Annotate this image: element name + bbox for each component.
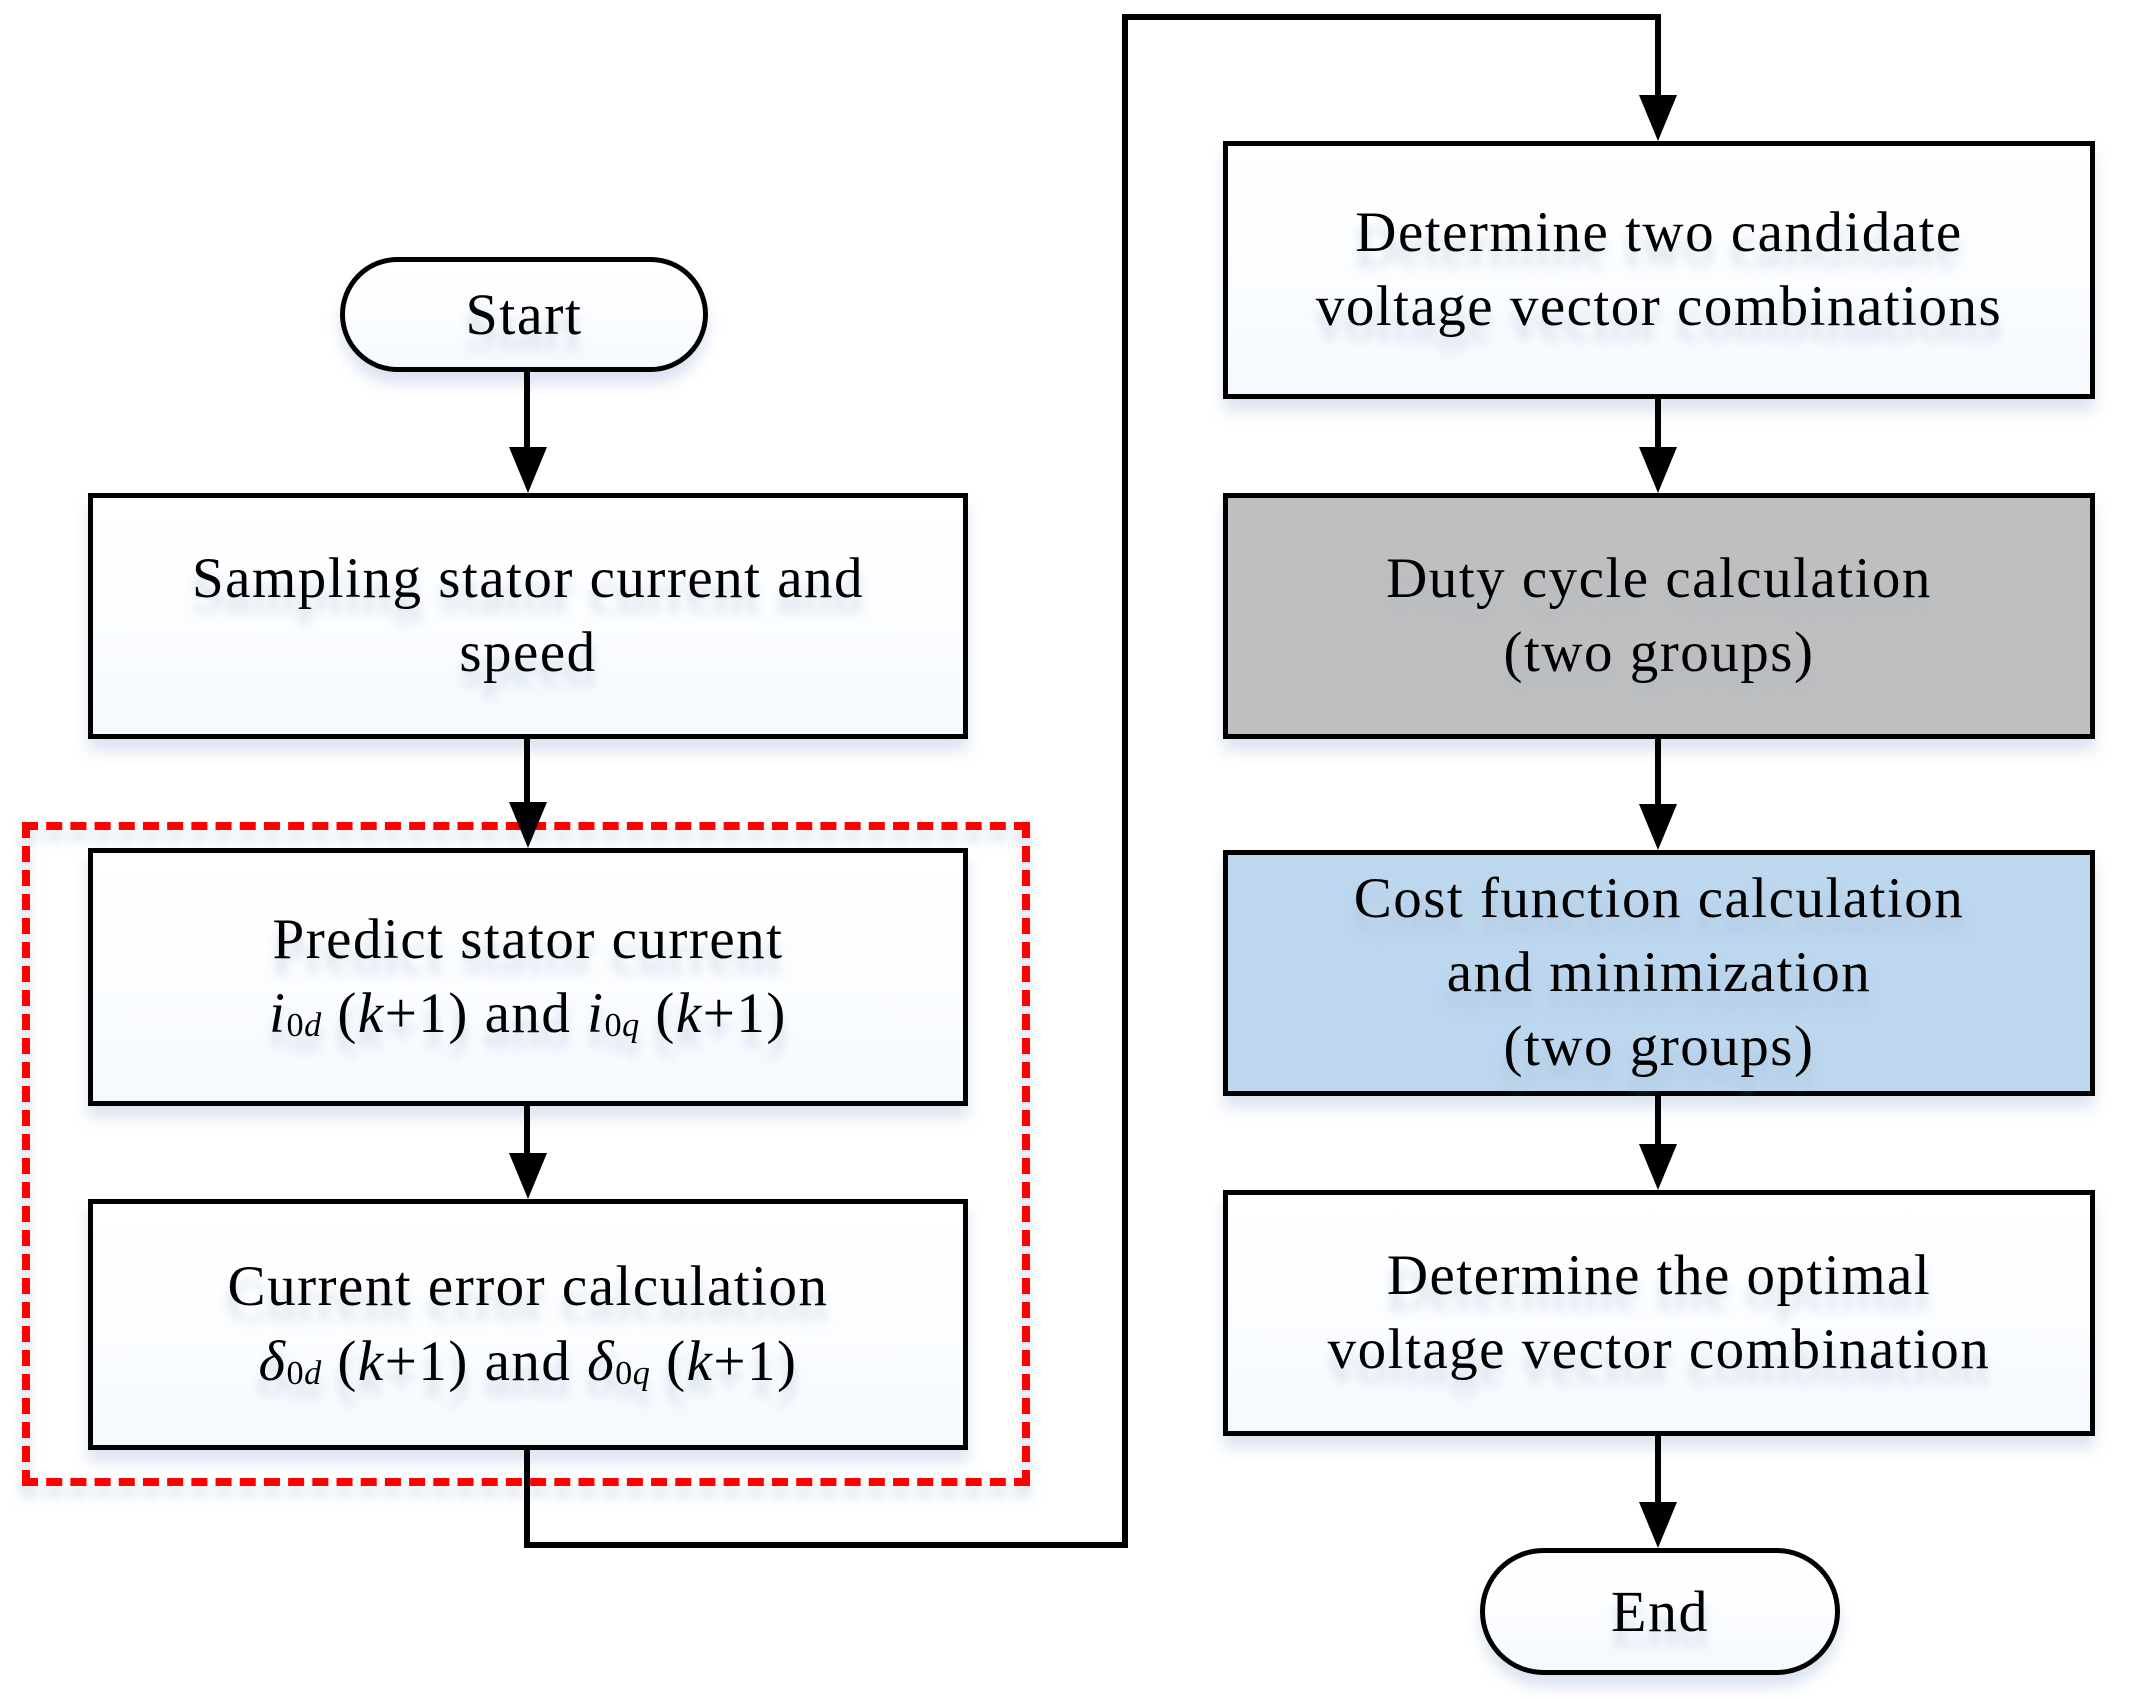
arrow-sampling-to-predict-line [524,739,530,806]
cost-line-2: and minimization [1446,940,1872,1004]
duty-line-1: Duty cycle calculation [1386,546,1932,610]
process-box-sampling: Sampling stator current and speed [88,493,968,739]
process-box-candidate-vectors: Determine two candidate voltage vector c… [1223,141,2095,399]
arrow-candidate-to-duty-head [1639,447,1677,493]
process-box-current-error: Current error calculation δ0d (k+1) and … [88,1199,968,1450]
optimal-line-2: voltage vector combination [1327,1318,1991,1381]
cost-line-3: (two groups) [1503,1015,1815,1079]
connector-error-exit-vertical [524,1450,530,1548]
process-box-predict: Predict stator current i0d (k+1) and i0q… [88,848,968,1106]
start-label: Start [465,281,583,347]
error-line-1: Current error calculation [227,1255,829,1319]
duty-line-2: (two groups) [1503,621,1815,684]
cost-line-1: Cost function calculation [1353,866,1965,930]
error-math-line: δ0d (k+1) and δ0q (k+1) [258,1329,798,1393]
arrow-start-to-sampling-line [524,372,530,452]
candidate-line-2: voltage vector combinations [1315,275,2003,338]
arrow-optimal-to-end-head [1639,1502,1677,1548]
connector-top-horizontal [1122,14,1661,20]
arrow-duty-to-cost-line [1655,739,1661,808]
sampling-line-1: Sampling stator current and [191,546,865,610]
predict-math-line: i0d (k+1) and i0q (k+1) [269,982,787,1045]
arrow-entry-to-candidate-line [1655,14,1661,100]
arrow-optimal-to-end-line [1655,1436,1661,1506]
arrow-predict-to-error-line [524,1106,530,1156]
arrow-duty-to-cost-head [1639,804,1677,850]
arrow-start-to-sampling-head [509,447,547,493]
sampling-line-2: speed [459,621,597,684]
start-terminator: Start [340,257,708,372]
process-box-duty-cycle: Duty cycle calculation (two groups) [1223,493,2095,739]
process-box-cost-function: Cost function calculation and minimizati… [1223,850,2095,1096]
connector-left-long-vertical [1122,14,1128,1548]
arrow-sampling-to-predict-head [509,802,547,848]
predict-line-1: Predict stator current [272,907,784,971]
arrow-candidate-to-duty-line [1655,399,1661,451]
optimal-line-1: Determine the optimal [1386,1243,1932,1307]
arrow-cost-to-optimal-line [1655,1096,1661,1148]
process-box-optimal-vector: Determine the optimal voltage vector com… [1223,1190,2095,1436]
arrow-cost-to-optimal-head [1639,1144,1677,1190]
arrow-predict-to-error-head [509,1153,547,1199]
end-label: End [1611,1578,1709,1644]
candidate-line-1: Determine two candidate [1355,200,1963,264]
end-terminator: End [1480,1548,1840,1675]
connector-bottom-horizontal [524,1542,1128,1548]
arrow-entry-to-candidate-head [1639,95,1677,141]
